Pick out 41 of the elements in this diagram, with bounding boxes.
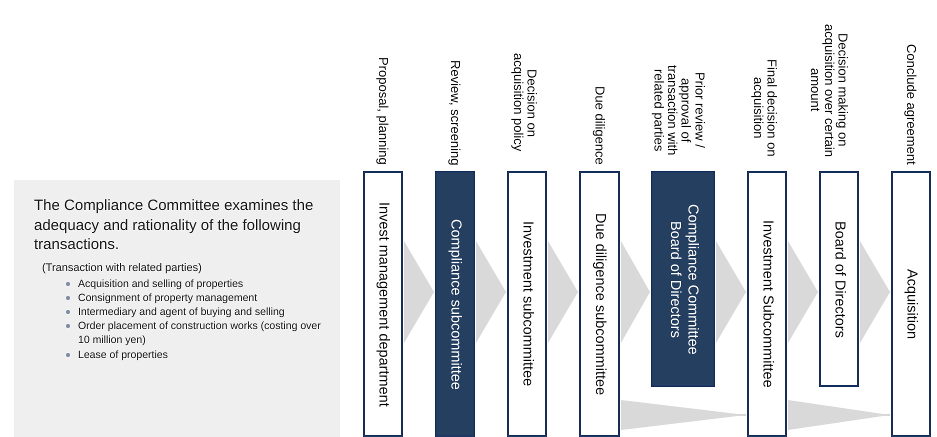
step-heading: Final decision on acquisition	[751, 58, 779, 158]
chevron-arrow	[788, 400, 890, 430]
box-label: Investment Subcommittee	[759, 220, 775, 388]
bullet-item: Consignment of property management	[78, 292, 258, 304]
note-panel	[14, 180, 340, 437]
process-box	[819, 171, 859, 387]
chevron-arrow	[860, 241, 890, 343]
process-box	[651, 171, 715, 387]
box-label: Compliance subcommittee	[447, 218, 463, 390]
box-label: Compliance Committee Board of Directors	[666, 204, 700, 354]
box-label: Invest management department	[375, 202, 391, 406]
chevron-arrow	[788, 241, 818, 343]
process-box	[747, 171, 787, 437]
chevron-arrow	[716, 241, 746, 343]
chevron-arrow	[404, 241, 434, 343]
step-heading: Conclude agreement	[904, 44, 918, 165]
process-box	[435, 171, 475, 437]
box-label: Due diligence subcommittee	[592, 212, 608, 396]
description-text: The Compliance Committee examines the adequacy and rationality of the following transactions.	[34, 196, 314, 254]
process-box	[507, 171, 547, 437]
box-label: Board of Directors	[831, 220, 847, 338]
step-heading: Prior review / approval of transaction with related parties	[652, 64, 706, 158]
process-box	[579, 171, 620, 437]
box-label: Investment subcommittee	[519, 221, 535, 387]
process-box	[363, 171, 403, 437]
bullet-item: Order placement of construction works (costing over 10 million yen)	[78, 320, 321, 346]
chevron-arrow	[476, 241, 506, 343]
bullet-item: Lease of properties	[78, 348, 168, 361]
chevron-arrow	[621, 400, 746, 430]
step-heading: Decision making on acquisition over certain amount	[808, 22, 850, 158]
step-heading: Review, screening	[448, 60, 462, 165]
step-heading: Due diligence	[592, 86, 606, 165]
box-label: Acquisition	[903, 268, 919, 340]
subheading: (Transaction with related parties)	[42, 260, 203, 275]
step-heading: Decision on acquisition policy	[511, 52, 539, 154]
chevron-arrow	[621, 241, 650, 343]
bullet-item: Acquisition and selling of properties	[78, 278, 244, 290]
chevron-arrow	[548, 241, 578, 343]
bullet-item: Intermediary and agent of buying and selling	[78, 306, 285, 318]
step-heading: Proposal, planning	[376, 57, 390, 165]
process-box	[891, 171, 931, 437]
